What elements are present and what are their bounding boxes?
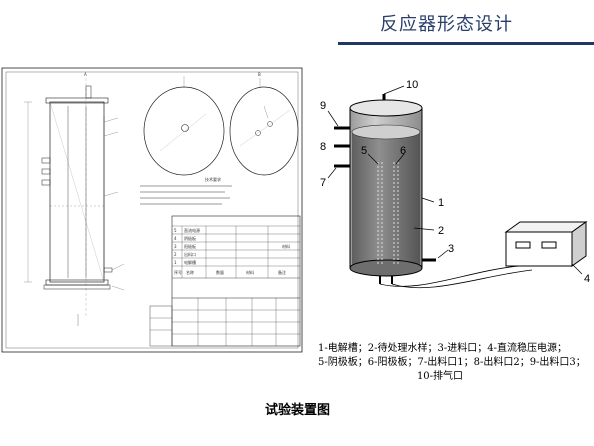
svg-text:电解槽: 电解槽 (184, 259, 196, 265)
svg-text:阴极板: 阴极板 (184, 235, 196, 241)
svg-text:序号: 序号 (174, 269, 182, 275)
diagram-legend: 1-电解槽；2-待处理水样；3-进料口；4-直流稳压电源； 5-阴极板；6-阳极… (318, 342, 586, 384)
inlet-pipe (103, 267, 113, 273)
label-7: 7 (320, 177, 326, 189)
wire-positive (391, 269, 533, 289)
outlet-pipe-2 (41, 168, 51, 175)
label-3: 3 (448, 243, 454, 255)
cell-bottom (349, 259, 423, 277)
svg-text:备注: 备注 (278, 269, 286, 275)
label-6: 6 (400, 145, 406, 157)
parts-table: 材料 5 直流电源 4 阴极板 3 阳极板 2 出料口 1 电解槽 序号 名称 … (149, 215, 301, 347)
legend-line-1: 1-电解槽；2-待处理水样；3-进料口；4-直流稳压电源； (318, 343, 567, 354)
vent-pipe (85, 85, 92, 99)
svg-text:材料: 材料 (282, 243, 290, 249)
label-8: 8 (320, 141, 326, 153)
label-2: 2 (438, 225, 444, 237)
elevation-view: A (24, 72, 125, 326)
leader-10 (383, 85, 405, 95)
legend-line-3: 10-排气口 (416, 371, 464, 382)
outlet-pipe-1 (41, 157, 51, 164)
svg-text:直流电源: 直流电源 (184, 227, 200, 233)
view-b-label: B (258, 72, 261, 77)
page-title: 反应器形态设计 (380, 14, 513, 35)
view-a-label: A (84, 72, 87, 77)
svg-text:出料口: 出料口 (184, 251, 196, 257)
plan-view-b: B (229, 72, 299, 176)
svg-text:3: 3 (174, 244, 177, 249)
svg-text:5: 5 (174, 228, 177, 233)
liquid-surface (351, 124, 421, 140)
engineering-drawing: A B (1, 67, 303, 353)
label-9: 9 (320, 100, 326, 112)
terminal-positive (541, 241, 557, 249)
drawing-inner-frame (5, 71, 299, 349)
label-1: 1 (438, 197, 444, 209)
outlet-pipe-3 (41, 179, 51, 186)
svg-text:数量: 数量 (216, 269, 224, 275)
svg-text:2: 2 (174, 252, 177, 257)
svg-text:名称: 名称 (186, 269, 194, 275)
cell-top (349, 99, 423, 117)
drawing-frame (1, 67, 303, 353)
svg-text:材料: 材料 (246, 269, 254, 275)
svg-text:阳极板: 阳极板 (184, 243, 196, 249)
label-10: 10 (406, 80, 418, 91)
svg-text:4: 4 (174, 236, 177, 241)
wire-negative (379, 265, 521, 287)
svg-text:1: 1 (174, 260, 177, 265)
apparatus-diagram: 10 5 6 9 8 7 3 1 2 4 (320, 80, 590, 289)
bottom-flange (45, 279, 109, 286)
plan-view-a (143, 76, 225, 176)
legend-line-2: 5-阴极板；6-阳极板；7-出料口1；8-出料口2；9-出料口3； (318, 357, 586, 368)
dc-power-supply (505, 231, 573, 267)
figure-caption: 试验装置图 (265, 403, 331, 418)
water-sample (352, 132, 420, 266)
top-flange (45, 97, 109, 104)
label-4: 4 (584, 273, 590, 285)
label-5: 5 (361, 145, 367, 157)
technical-notes: 技术要求 (140, 176, 232, 205)
svg-text:技术要求: 技术要求 (205, 176, 221, 182)
terminal-negative (515, 241, 531, 249)
title-underline (338, 42, 594, 45)
